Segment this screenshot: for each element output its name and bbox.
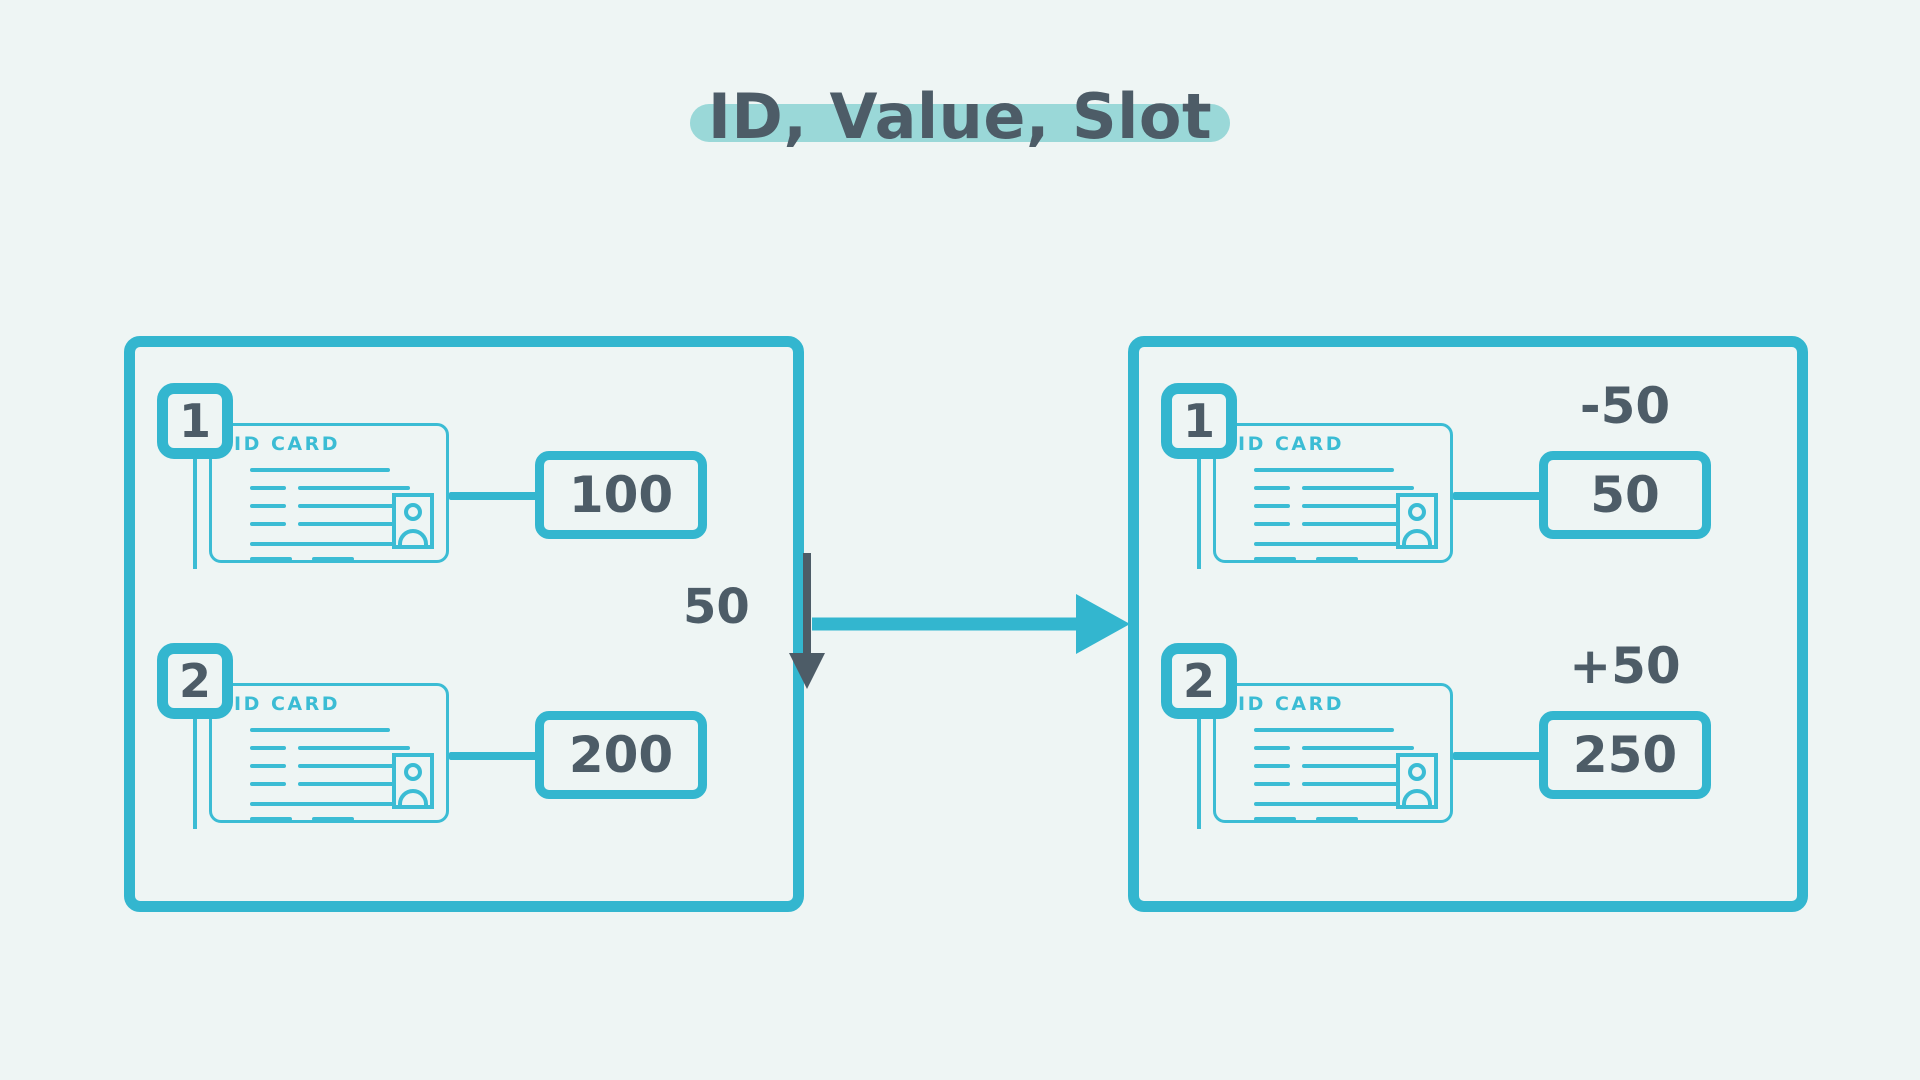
card-line xyxy=(250,468,390,472)
value-text: 100 xyxy=(568,466,674,524)
title-highlight-bar xyxy=(689,104,1231,142)
id-badge: 1 xyxy=(157,383,233,459)
portrait-icon xyxy=(392,493,434,549)
card-value-connector xyxy=(1453,492,1547,500)
id-card: ID CARD xyxy=(209,683,449,823)
card-line xyxy=(250,817,292,821)
id-badge-value: 2 xyxy=(1182,654,1215,708)
card-line xyxy=(250,764,286,768)
card-line xyxy=(1254,504,1290,508)
id-card-label: ID CARD xyxy=(234,433,341,455)
card-line xyxy=(1254,746,1290,750)
card-line xyxy=(1254,728,1394,732)
right-arrow-icon xyxy=(812,594,1130,654)
id-card: ID CARD xyxy=(209,423,449,563)
id-badge: 1 xyxy=(1161,383,1237,459)
id-badge-value: 1 xyxy=(1182,394,1215,448)
id-card: ID CARD xyxy=(1213,683,1453,823)
card-line xyxy=(250,486,286,490)
card-line xyxy=(298,522,396,526)
id-badge-value: 1 xyxy=(178,394,211,448)
portrait-body xyxy=(1402,529,1432,545)
card-line xyxy=(298,782,396,786)
id-card-label: ID CARD xyxy=(234,693,341,715)
card-line xyxy=(312,557,354,561)
account-row: ID CARD 1 -50 50 xyxy=(1139,369,1797,609)
panel-before-state: ID CARD 1 100 ID CARD xyxy=(124,336,825,912)
card-line xyxy=(250,728,390,732)
card-line xyxy=(1302,764,1400,768)
badge-stem xyxy=(1197,717,1201,829)
badge-stem xyxy=(193,457,197,569)
card-line xyxy=(1316,557,1358,561)
card-line xyxy=(250,522,286,526)
card-line xyxy=(1254,522,1290,526)
card-line xyxy=(250,782,286,786)
card-value-connector xyxy=(1453,752,1547,760)
value-text: 200 xyxy=(568,726,674,784)
card-line xyxy=(1302,522,1400,526)
card-line xyxy=(1302,746,1414,750)
card-value-connector xyxy=(449,752,543,760)
value-box: 50 xyxy=(1539,451,1711,539)
portrait-head xyxy=(1408,503,1426,521)
portrait-body xyxy=(1402,789,1432,805)
card-line xyxy=(1254,486,1290,490)
delta-label: -50 xyxy=(1579,377,1671,435)
account-row: ID CARD 2 200 xyxy=(135,629,793,869)
value-box: 100 xyxy=(535,451,707,539)
card-line xyxy=(1254,782,1290,786)
card-line xyxy=(1254,817,1296,821)
card-line xyxy=(250,542,396,546)
card-line xyxy=(250,802,396,806)
id-badge: 2 xyxy=(1161,643,1237,719)
portrait-head xyxy=(1408,763,1426,781)
portrait-head xyxy=(404,763,422,781)
id-card-label: ID CARD xyxy=(1238,433,1345,455)
card-line xyxy=(1254,557,1296,561)
card-line xyxy=(1302,504,1400,508)
card-line xyxy=(298,486,410,490)
card-line xyxy=(298,746,410,750)
account-row: ID CARD 2 +50 250 xyxy=(1139,629,1797,869)
card-line xyxy=(1254,542,1400,546)
card-line xyxy=(250,504,286,508)
card-line xyxy=(250,557,292,561)
card-value-connector xyxy=(449,492,543,500)
transfer-amount-label: 50 xyxy=(683,579,750,635)
id-badge-value: 2 xyxy=(178,654,211,708)
id-card-label: ID CARD xyxy=(1238,693,1345,715)
portrait-body xyxy=(398,529,428,545)
card-line xyxy=(1302,486,1414,490)
card-line xyxy=(250,746,286,750)
id-badge: 2 xyxy=(157,643,233,719)
card-line xyxy=(1254,764,1290,768)
value-box: 250 xyxy=(1539,711,1711,799)
id-card: ID CARD xyxy=(1213,423,1453,563)
value-text: 50 xyxy=(1590,466,1660,524)
card-line xyxy=(312,817,354,821)
title-text: ID, Value, Slot xyxy=(707,80,1213,153)
card-line xyxy=(1254,802,1400,806)
delta-label: +50 xyxy=(1569,637,1681,695)
page-title: ID, Value, Slot xyxy=(0,62,1920,172)
card-line xyxy=(298,504,396,508)
card-line xyxy=(1302,782,1400,786)
portrait-icon xyxy=(1396,493,1438,549)
down-arrow-icon xyxy=(789,553,825,689)
card-line xyxy=(1316,817,1358,821)
badge-stem xyxy=(1197,457,1201,569)
card-line xyxy=(1254,468,1394,472)
portrait-icon xyxy=(392,753,434,809)
panel-after-state: ID CARD 1 -50 50 ID CARD xyxy=(1128,336,1808,912)
account-row: ID CARD 1 100 xyxy=(135,369,793,609)
badge-stem xyxy=(193,717,197,829)
portrait-head xyxy=(404,503,422,521)
value-text: 250 xyxy=(1572,726,1678,784)
portrait-icon xyxy=(1396,753,1438,809)
portrait-body xyxy=(398,789,428,805)
value-box: 200 xyxy=(535,711,707,799)
card-line xyxy=(298,764,396,768)
